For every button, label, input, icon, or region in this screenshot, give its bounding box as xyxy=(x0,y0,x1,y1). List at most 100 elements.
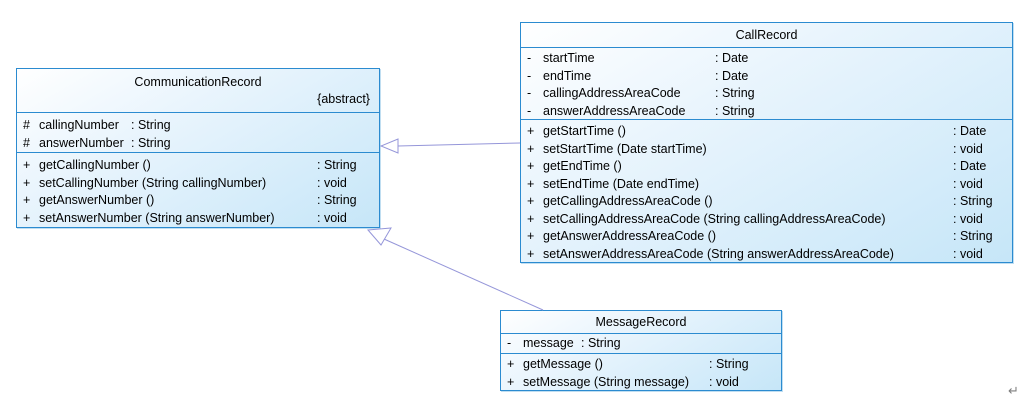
visibility-marker: + xyxy=(527,176,535,191)
class-header: CommunicationRecord {abstract} xyxy=(17,69,379,112)
type-label: : void xyxy=(317,175,347,190)
method-signature: getCallingNumber () xyxy=(39,158,151,172)
attributes-compartment: -startTime: Date-endTime: Date-callingAd… xyxy=(521,47,1012,119)
visibility-marker: + xyxy=(527,141,535,156)
type-label: : String xyxy=(131,118,171,132)
method-signature: setAnswerNumber (String answerNumber) xyxy=(39,210,275,225)
methods-compartment: + getCallingNumber () : String + setCallingN… xyxy=(17,152,379,229)
method-row: + setCallingAddressAreaCode (String calli… xyxy=(527,211,1006,229)
method-row: +getAnswerNumber (): String xyxy=(23,192,373,210)
type-label: : void xyxy=(953,211,983,226)
visibility-marker: + xyxy=(507,374,515,389)
method-signature: setEndTime (Date endTime) xyxy=(543,176,700,191)
method-row: + getCallingNumber () : String xyxy=(23,157,373,175)
method-row: + setAnswerNumber (String answerNumber) : … xyxy=(23,210,373,228)
method-row: + getMessage () : String xyxy=(507,356,775,374)
method-row: + getStartTime () : Date xyxy=(527,123,1006,141)
visibility-marker: + xyxy=(23,175,31,190)
class-box-communicationrecord[interactable]: CommunicationRecord {abstract} # callingN… xyxy=(16,68,380,228)
visibility-marker: + xyxy=(23,193,31,207)
method-signature: getCallingAddressAreaCode () xyxy=(543,194,713,208)
type-label: : void xyxy=(953,176,983,191)
type-label: : String xyxy=(953,194,993,208)
class-name: MessageRecord xyxy=(595,315,687,329)
methods-compartment: + getMessage () : String + setMessage (Strin… xyxy=(501,353,781,392)
class-header: MessageRecord xyxy=(501,311,781,333)
attribute-name: startTime xyxy=(543,51,595,65)
method-row: + setEndTime (Date endTime) : void xyxy=(527,176,1006,194)
method-signature: getStartTime () xyxy=(543,124,626,138)
visibility-marker: + xyxy=(527,194,535,208)
visibility-marker: - xyxy=(527,68,532,83)
visibility-marker: - xyxy=(507,336,512,350)
attribute-name: message xyxy=(523,336,574,350)
generalization-edge-callrecord xyxy=(379,138,521,154)
type-label: : void xyxy=(709,374,739,389)
method-row: + setCallingNumber (String callingNumber)… xyxy=(23,175,373,193)
visibility-marker: + xyxy=(527,229,535,243)
attribute-row: -startTime: Date xyxy=(527,50,1006,68)
visibility-marker: + xyxy=(527,124,535,138)
attribute-row: -answerAddressAreaCode : String xyxy=(527,103,1006,120)
method-signature: setAnswerAddressAreaCode (String answerA… xyxy=(543,246,894,261)
attribute-name: answerAddressAreaCode xyxy=(543,103,686,118)
class-name: CommunicationRecord xyxy=(134,75,262,89)
method-row: + getCallingAddressAreaCode () : String xyxy=(527,193,1006,211)
method-row: +setStartTime (Date startTime): void xyxy=(527,141,1006,159)
method-signature: getAnswerNumber () xyxy=(39,193,155,207)
class-header: CallRecord xyxy=(521,23,1012,47)
hollow-triangle-arrowhead xyxy=(366,227,392,246)
type-label: : Date xyxy=(953,124,987,138)
type-label: : String xyxy=(131,136,171,150)
abstract-stereotype: {abstract} xyxy=(317,92,370,106)
visibility-marker: # xyxy=(23,136,30,150)
method-signature: getEndTime () xyxy=(543,159,622,173)
generalization-edge-messagerecord xyxy=(366,227,544,311)
method-signature: getMessage () xyxy=(523,357,603,371)
type-label: : void xyxy=(953,141,983,156)
method-row: + getEndTime () : Date xyxy=(527,158,1006,176)
hollow-triangle-arrowhead xyxy=(379,138,399,154)
attribute-row: -endTime : Date xyxy=(527,68,1006,86)
type-label: : String xyxy=(953,229,993,243)
method-signature: getAnswerAddressAreaCode () xyxy=(543,229,716,243)
attributes-compartment: -message : String xyxy=(501,333,781,353)
attribute-row: # callingNumber : String xyxy=(23,116,373,134)
type-label: : String xyxy=(581,336,621,350)
type-label: : String xyxy=(317,158,357,172)
attribute-row: -message : String xyxy=(507,335,775,353)
type-label: : String xyxy=(715,86,755,100)
visibility-marker: + xyxy=(507,357,515,371)
visibility-marker: + xyxy=(527,211,535,226)
method-signature: setCallingAddressAreaCode (String callin… xyxy=(543,211,886,226)
attribute-row: # answerNumber : String xyxy=(23,134,373,152)
type-label: : String xyxy=(715,103,755,118)
visibility-marker: + xyxy=(23,210,31,225)
attribute-name: answerNumber xyxy=(39,136,124,150)
class-name: CallRecord xyxy=(735,28,798,42)
attributes-compartment: # callingNumber : String # answerNumber : Str… xyxy=(17,112,379,152)
attribute-name: callingNumber xyxy=(39,118,119,132)
class-box-callrecord[interactable]: CallRecord -startTime: Date-endTime: Dat… xyxy=(520,22,1013,263)
type-label: : void xyxy=(953,246,983,261)
paragraph-return-mark: ↵ xyxy=(1008,383,1019,398)
type-label: : Date xyxy=(715,51,749,65)
type-label: : void xyxy=(317,210,347,225)
method-row: + setMessage (String message) : void xyxy=(507,374,775,392)
visibility-marker: + xyxy=(527,246,535,261)
visibility-marker: - xyxy=(527,103,532,118)
class-box-messagerecord[interactable]: MessageRecord -message : String + getMessa… xyxy=(500,310,782,391)
attribute-row: -callingAddressAreaCode: String xyxy=(527,85,1006,103)
visibility-marker: + xyxy=(23,158,31,172)
method-row: + setAnswerAddressAreaCode (String answer… xyxy=(527,246,1006,264)
method-signature: setCallingNumber (String callingNumber) xyxy=(39,175,267,190)
method-signature: setMessage (String message) xyxy=(523,374,690,389)
attribute-name: endTime xyxy=(543,68,592,83)
type-label: : Date xyxy=(715,68,749,83)
visibility-marker: + xyxy=(527,159,535,173)
type-label: : Date xyxy=(953,159,987,173)
method-row: + getAnswerAddressAreaCode () : String xyxy=(527,228,1006,246)
type-label: : String xyxy=(709,357,749,371)
visibility-marker: # xyxy=(23,118,30,132)
